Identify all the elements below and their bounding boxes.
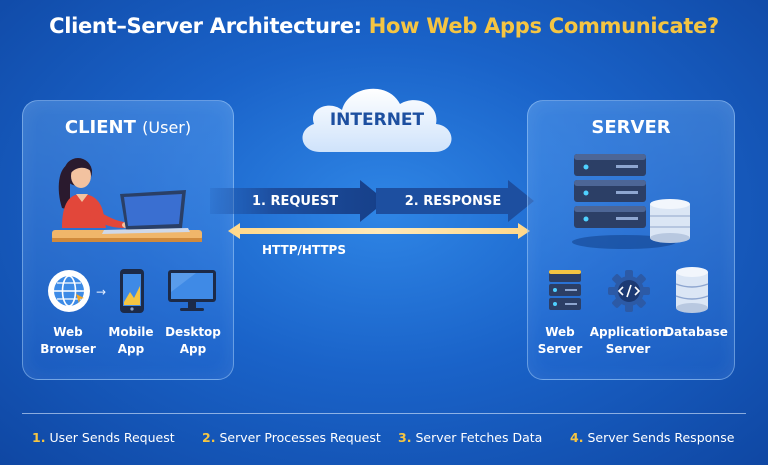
server-title: SERVER — [591, 117, 671, 138]
page-title: Client–Server Architecture: How Web Apps… — [0, 14, 768, 38]
device-label-mobile-app: Mobile App — [108, 325, 154, 356]
title-main: Client–Server Architecture: — [49, 14, 362, 38]
client-title: CLIENT (User) — [23, 117, 233, 138]
server-label-web-server: Web Server — [537, 325, 583, 356]
monitor-icon — [168, 270, 216, 311]
client-title-text: CLIENT — [64, 117, 136, 138]
response-arrow — [376, 180, 534, 222]
step-3: 3. Server Fetches Data — [398, 430, 543, 445]
request-arrow — [210, 180, 386, 222]
title-accent: How Web Apps Communicate? — [368, 14, 719, 38]
step-4: 4. Server Sends Response — [570, 430, 735, 445]
gear-code-icon — [608, 270, 650, 312]
globe-icon — [48, 270, 90, 312]
database-icon — [675, 267, 709, 313]
protocol-label: HTTP/HTTPS — [262, 243, 346, 257]
server-label-application-server: Application Server — [589, 325, 667, 356]
user-laptop-illustration — [52, 158, 202, 242]
client-subtitle: (User) — [142, 118, 192, 137]
bidirectional-arrow — [228, 223, 530, 239]
device-label-desktop-app: Desktop App — [165, 325, 221, 356]
server-rack-illustration — [572, 154, 690, 249]
internet-label: INTERNET — [329, 110, 425, 130]
step-2: 2. Server Processes Request — [202, 430, 381, 445]
request-label: 1. REQUEST — [251, 194, 339, 209]
response-label: 2. RESPONSE — [404, 194, 502, 209]
step-1: 1. User Sends Request — [32, 430, 175, 445]
server-label-database: Database — [664, 325, 728, 339]
footer-divider — [22, 413, 746, 414]
device-arrow: → — [96, 285, 107, 299]
cloud-icon — [302, 88, 452, 152]
web-server-icon — [549, 270, 581, 310]
smartphone-icon — [120, 269, 144, 313]
device-label-web-browser: Web Browser — [40, 325, 96, 356]
